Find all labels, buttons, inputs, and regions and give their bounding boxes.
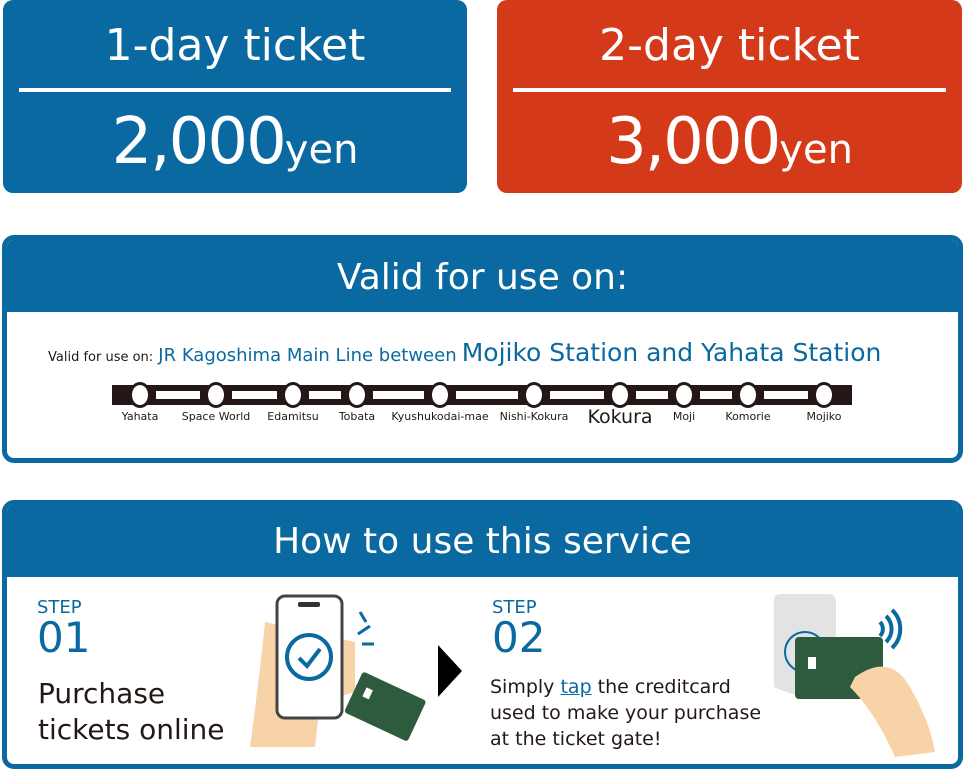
ticket-title: 2-day ticket: [599, 20, 860, 71]
route-segment: [636, 391, 668, 399]
station-label: Tobata: [338, 410, 376, 423]
station-marker: [129, 382, 151, 408]
section-header: How to use this service: [7, 505, 958, 577]
station-marker: [523, 382, 545, 408]
tap-highlight: tap: [560, 676, 592, 698]
station-label: Mojiko: [806, 410, 842, 423]
route-segment: [456, 391, 518, 399]
card-tap-gate-illustration: [774, 594, 935, 757]
station-label: Nishi-Kokura: [499, 410, 569, 423]
station-marker: [737, 382, 759, 408]
step2-text-part: the creditcard: [591, 676, 731, 698]
station-label: Edamitsu: [267, 410, 319, 423]
valid-description: Valid for use on: JR Kagoshima Main Line…: [48, 338, 881, 367]
step1-text: Purchase tickets online: [38, 676, 224, 748]
route-segment: [309, 391, 341, 399]
valid-section: Valid for use on:: [2, 235, 963, 463]
price-unit: yen: [284, 127, 359, 173]
route-segment: [700, 391, 732, 399]
station-label: Yahata: [121, 410, 159, 423]
howto-section: How to use this service: [2, 500, 963, 769]
two-day-ticket-card: 2-day ticket 3,000yen: [497, 0, 962, 193]
step2-text-part: Simply: [490, 676, 561, 698]
step-label: STEP: [492, 597, 537, 618]
step1-line: tickets online: [38, 713, 225, 746]
price-value: 3,000: [606, 105, 781, 179]
station-label: Komorie: [725, 410, 771, 423]
station-label: Moji: [672, 410, 696, 423]
line-name: JR Kagoshima Main Line between: [158, 345, 457, 366]
station-marker: [673, 382, 695, 408]
step2-text: Simply tap the creditcard used to make y…: [490, 674, 761, 752]
price-value: 2,000: [111, 105, 287, 179]
ticket-price: 2,000yen: [3, 92, 467, 200]
station-marker: [813, 382, 835, 408]
step-number: 01: [37, 613, 91, 662]
phone-purchase-illustration: [250, 594, 426, 747]
section-header: Valid for use on:: [7, 240, 958, 312]
station-label: Space World: [181, 410, 251, 423]
ticket-price: 3,000yen: [497, 92, 962, 200]
route-segment: [232, 391, 277, 399]
valid-prefix: Valid for use on:: [48, 350, 154, 365]
station-label: Kyushukodai-mae: [391, 410, 489, 423]
station-label: Kokura: [587, 406, 653, 428]
route-segment: [373, 391, 424, 399]
station-marker: [205, 382, 227, 408]
route-segment: [156, 391, 200, 399]
step-label: STEP: [37, 597, 82, 618]
route-segment: [764, 391, 808, 399]
step2: STEP 02: [492, 597, 546, 662]
one-day-ticket-card: 1-day ticket 2,000yen: [3, 0, 467, 193]
station-marker: [429, 382, 451, 408]
divider: [19, 88, 451, 92]
divider: [513, 88, 946, 92]
route-segment: [550, 391, 604, 399]
station-range: Mojiko Station and Yahata Station: [461, 338, 882, 367]
ticket-title: 1-day ticket: [104, 20, 366, 71]
step2-line: at the ticket gate!: [490, 728, 662, 750]
station-marker: [346, 382, 368, 408]
step-number: 02: [492, 613, 546, 662]
price-unit: yen: [779, 127, 853, 173]
arrow-right-icon: [438, 645, 462, 697]
station-marker: [609, 382, 631, 408]
step1-line: Purchase: [38, 677, 166, 710]
station-marker: [282, 382, 304, 408]
step2-line: used to make your purchase: [490, 702, 762, 724]
step1: STEP 01: [37, 597, 91, 662]
